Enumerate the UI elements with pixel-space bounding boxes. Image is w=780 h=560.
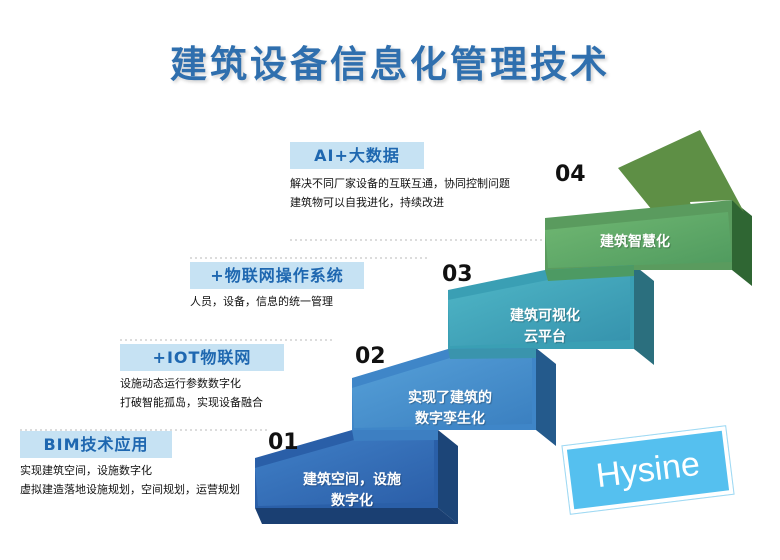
step-01-label-line-2: 数字化 <box>331 493 373 509</box>
step-02-label: 实现了建筑的 数字孪生化 <box>380 388 520 430</box>
step-edge-1 <box>352 430 438 441</box>
step-side-3 <box>634 265 654 365</box>
step-edge-2 <box>448 348 536 359</box>
step-side-4 <box>732 200 752 286</box>
stage-04-desc-line-2: 建筑物可以自我进化，持续改进 <box>290 196 444 209</box>
step-base <box>255 508 458 524</box>
step-04-label: 建筑智慧化 <box>575 232 695 253</box>
stage-01-tag: BIM技术应用 <box>20 431 172 458</box>
step-top-1 <box>255 440 434 506</box>
stage-04-description: 解决不同厂家设备的互联互通，协同控制问题 建筑物可以自我进化，持续改进 <box>290 174 510 212</box>
stage-02-tag: +IOT物联网 <box>120 344 284 371</box>
step-03-label-line-2: 云平台 <box>524 329 566 345</box>
step-side-1 <box>438 430 458 524</box>
step-edge-3 <box>545 265 634 281</box>
stage-04-number: 04 <box>555 162 586 187</box>
stage-03-desc-line-1: 人员，设备，信息的统一管理 <box>190 295 333 308</box>
step-02-label-line-1: 实现了建筑的 <box>408 390 492 406</box>
step-side-2 <box>536 348 556 446</box>
stage-04-tag: AI+大数据 <box>290 142 424 169</box>
step-top-2 <box>352 358 532 428</box>
step-03-label-line-1: 建筑可视化 <box>510 308 580 324</box>
step-top-3 <box>448 276 630 346</box>
stage-02-desc-line-2: 打破智能孤岛，实现设备融合 <box>120 396 263 409</box>
stage-03-description: 人员，设备，信息的统一管理 <box>190 292 333 311</box>
step-03-label: 建筑可视化 云平台 <box>480 306 610 348</box>
step-02-label-line-2: 数字孪生化 <box>415 411 485 427</box>
stage-01-description: 实现建筑空间，设施数字化 虚拟建造落地设施规划，空间规划，运营规划 <box>20 461 240 499</box>
stage-01-number: 01 <box>268 430 299 455</box>
stage-01-desc-line-1: 实现建筑空间，设施数字化 <box>20 464 152 477</box>
stage-02-number: 02 <box>355 344 386 369</box>
stage-04-desc-line-1: 解决不同厂家设备的互联互通，协同控制问题 <box>290 177 510 190</box>
page-title: 建筑设备信息化管理技术 <box>170 43 610 86</box>
stage-02-description: 设施动态运行参数数字化 打破智能孤岛，实现设备融合 <box>120 374 263 412</box>
step-01-label: 建筑空间，设施 数字化 <box>282 470 422 512</box>
stage-02-desc-line-1: 设施动态运行参数数字化 <box>120 377 241 390</box>
stage-03-number: 03 <box>442 262 473 287</box>
stage-01-desc-line-2: 虚拟建造落地设施规划，空间规划，运营规划 <box>20 483 240 496</box>
step-04-label-line-1: 建筑智慧化 <box>600 234 670 250</box>
stage-03-tag: +物联网操作系统 <box>190 262 364 289</box>
step-01-label-line-1: 建筑空间，设施 <box>303 472 401 488</box>
step-top-4 <box>545 212 732 268</box>
